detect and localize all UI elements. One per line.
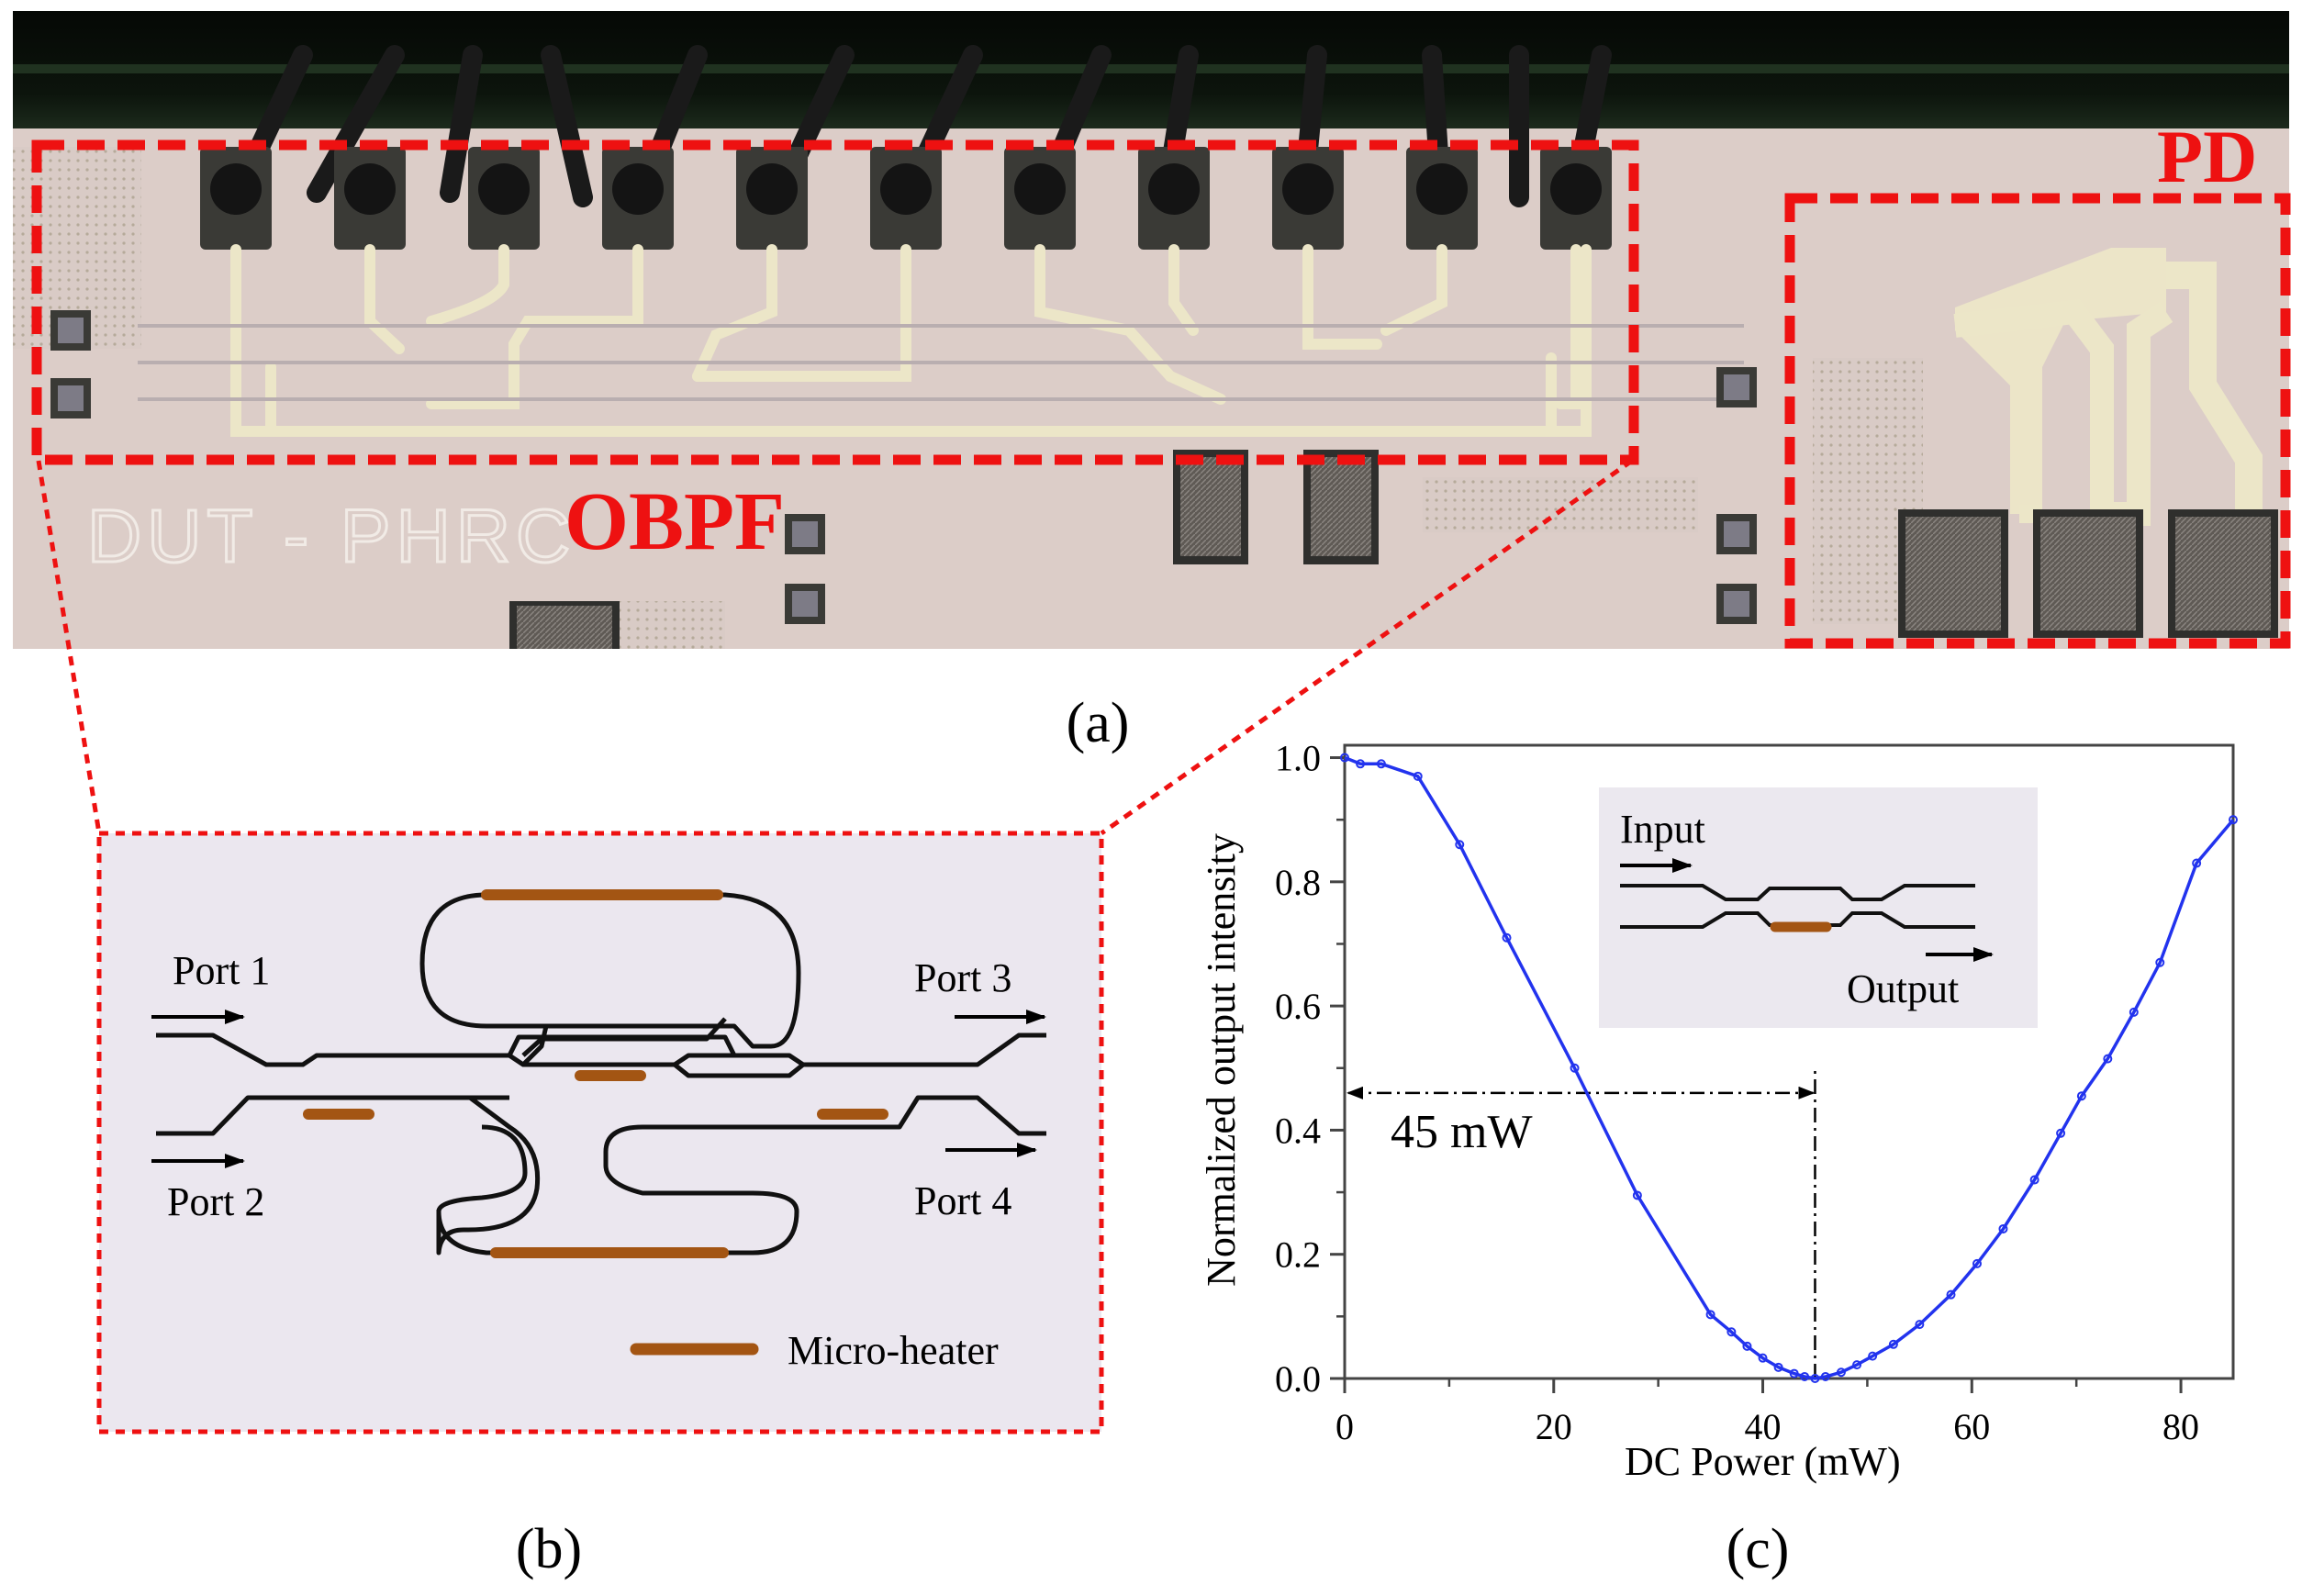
port-1-label: Port 1 xyxy=(173,948,270,993)
data-point xyxy=(2155,957,2165,967)
heater-legend-label: Micro-heater xyxy=(788,1328,999,1373)
data-point xyxy=(1998,1223,2008,1233)
data-point xyxy=(2192,858,2202,868)
zoom-line-right xyxy=(1100,458,1634,836)
y-tick-label: 0.6 xyxy=(1275,986,1321,1027)
caption-c: (c) xyxy=(1726,1518,1790,1580)
data-point xyxy=(1773,1362,1783,1372)
zoom-line-left xyxy=(36,460,102,834)
small-pads xyxy=(50,310,1757,624)
axis-ticks xyxy=(1330,756,2183,1393)
photodetector-structure xyxy=(1898,248,2278,638)
data-point xyxy=(1836,1367,1846,1378)
y-tick-label: 0.2 xyxy=(1275,1234,1321,1276)
y-tick-label: 0.0 xyxy=(1275,1358,1321,1400)
x-tick-label: 0 xyxy=(1335,1406,1354,1447)
panel-c-chart: 0 20 40 60 80 0.0 0.2 0.4 0.6 0.8 1.0 DC Power (mW… xyxy=(1199,738,2238,1484)
chip-label: DUT - PHRC xyxy=(87,495,576,578)
inset-output-label: Output xyxy=(1847,966,1959,1011)
data-point xyxy=(1356,759,1366,769)
data-point xyxy=(1413,771,1423,781)
metal-traces xyxy=(230,244,1592,437)
panel-a-micrograph: DUT - PHRC OBPF PD xyxy=(13,11,2291,649)
data-point xyxy=(1742,1341,1752,1351)
data-point xyxy=(2076,1091,2086,1101)
micro-heaters xyxy=(303,889,888,1258)
data-point xyxy=(1820,1371,1830,1381)
data-point xyxy=(2129,1007,2139,1017)
data-point xyxy=(2229,815,2238,825)
inset-waveguide-top xyxy=(1620,884,1975,901)
caption-b: (b) xyxy=(516,1518,582,1580)
waveguides-a xyxy=(138,324,1744,401)
dotted-fill-bottom xyxy=(606,601,725,649)
waveguides-b xyxy=(156,892,1046,1256)
port-2-label: Port 2 xyxy=(167,1179,264,1224)
series-points xyxy=(1340,753,2238,1383)
data-point xyxy=(1810,1374,1820,1383)
data-point xyxy=(2103,1054,2113,1064)
series-line xyxy=(1344,755,2235,1380)
data-point xyxy=(1632,1190,1642,1200)
data-point xyxy=(1888,1339,1898,1349)
x-axis-label: DC Power (mW) xyxy=(1625,1439,1901,1484)
port-arrows xyxy=(151,1010,1046,1168)
schematic-background xyxy=(96,831,1104,1434)
data-point xyxy=(1570,1063,1580,1073)
bond-pads xyxy=(200,147,1612,250)
port-4-label: Port 4 xyxy=(914,1178,1011,1223)
data-point xyxy=(1946,1289,1956,1300)
power-annotation: 45 mW xyxy=(1391,1106,1533,1158)
data-point xyxy=(1705,1310,1715,1320)
probe-pads-center xyxy=(509,450,1379,649)
obpf-label: OBPF xyxy=(564,476,785,567)
pd-highlight-box xyxy=(1784,193,2291,649)
panel-b-schematic: Port 1 Port 3 Port 2 Port 4 Micro-heater xyxy=(96,831,1104,1434)
x-tick-label: 60 xyxy=(1953,1406,1990,1447)
data-point xyxy=(1789,1368,1799,1378)
dotted-fill-mid xyxy=(1423,477,1698,532)
plot-frame xyxy=(1343,743,2235,1380)
data-point xyxy=(1972,1258,1982,1268)
y-tick-label: 0.4 xyxy=(1275,1110,1321,1151)
inset-background xyxy=(1599,787,2038,1028)
data-point xyxy=(1376,759,1386,769)
data-point xyxy=(1340,753,1349,763)
port-3-label: Port 3 xyxy=(914,955,1011,1000)
y-tick-label: 1.0 xyxy=(1275,738,1321,779)
data-point xyxy=(1915,1320,1925,1330)
inset-input-label: Input xyxy=(1620,807,1705,852)
data-point xyxy=(1868,1351,1878,1361)
data-point xyxy=(2056,1128,2066,1138)
obpf-highlight-box xyxy=(31,140,1639,465)
data-point xyxy=(2029,1175,2039,1185)
pd-label: PD xyxy=(2157,115,2257,198)
data-point xyxy=(1800,1371,1810,1381)
data-point xyxy=(1455,840,1465,850)
data-point xyxy=(1852,1360,1862,1370)
y-axis-label: Normalized output intensity xyxy=(1199,833,1244,1287)
x-tick-label: 20 xyxy=(1536,1406,1572,1447)
y-tick-label: 0.8 xyxy=(1275,862,1321,903)
data-point xyxy=(1726,1327,1737,1337)
inset-diagram: Input Output xyxy=(1599,787,2038,1028)
data-point xyxy=(1758,1353,1768,1363)
x-tick-label: 40 xyxy=(1745,1406,1782,1447)
data-point xyxy=(1502,932,1512,943)
caption-a: (a) xyxy=(1067,692,1130,754)
x-tick-label: 80 xyxy=(2162,1406,2199,1447)
axis-tick-labels: 0 20 40 60 80 0.0 0.2 0.4 0.6 0.8 1.0 xyxy=(1275,738,2199,1447)
